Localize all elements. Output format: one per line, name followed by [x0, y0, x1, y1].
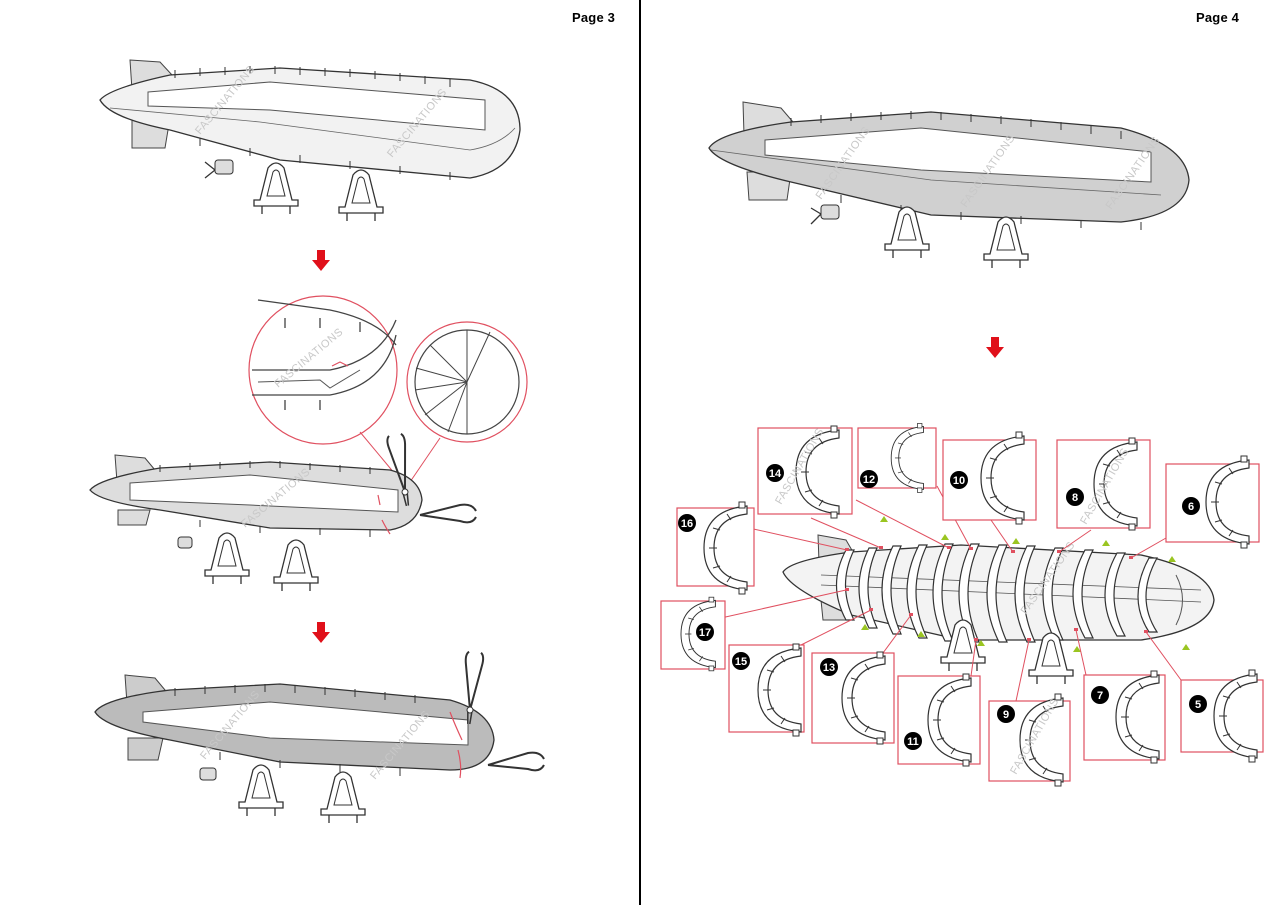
part-box-12: 12	[857, 423, 937, 493]
page-4: Page 4	[641, 0, 1280, 905]
airship-step-4: FASCINATIONS FASCINATIONS FASCINATIONS	[708, 101, 1190, 269]
part-box-11: 11	[897, 673, 981, 767]
part-box-6: 6	[1165, 455, 1260, 549]
callout-markers	[845, 546, 1148, 641]
part-number-5: 5	[1195, 699, 1201, 711]
page-3: Page 3	[89, 10, 616, 824]
part-number-12: 12	[863, 474, 875, 486]
part-box-15: 15	[728, 643, 805, 737]
airship-step-1: FASCINATIONS FASCINATIONS	[99, 59, 521, 222]
step-arrow-1	[312, 250, 330, 271]
part-box-8: 8 FASCINATIONS	[1056, 437, 1151, 531]
detail-callout-nose: FASCINATIONS	[248, 295, 398, 445]
part-box-7: 7	[1083, 670, 1166, 764]
page-divider	[639, 0, 641, 905]
part-box-5: 5	[1180, 669, 1264, 763]
part-number-11: 11	[907, 736, 919, 748]
part-number-15: 15	[735, 656, 747, 668]
page-3-illustrations: FASCINATIONS FASCINATIONS FASCINATIONS	[89, 59, 545, 824]
airship-with-ring-frames: FASCINATIONS	[782, 516, 1215, 685]
part-box-16: 16	[676, 501, 755, 595]
page-number-3: Page 3	[572, 10, 616, 25]
part-box-17: 17	[660, 596, 726, 672]
step-arrow-2	[312, 622, 330, 643]
part-box-13: 13	[811, 651, 895, 745]
part-number-7: 7	[1097, 690, 1103, 702]
page-number-4: Page 4	[1196, 10, 1240, 25]
step-arrow-3	[986, 337, 1004, 358]
part-number-17: 17	[699, 627, 711, 639]
detail-callout-end-cap	[359, 321, 528, 483]
part-number-6: 6	[1188, 501, 1194, 513]
part-box-14: 14 FASCINATIONS	[757, 425, 853, 519]
part-number-9: 9	[1003, 709, 1009, 721]
part-number-13: 13	[823, 662, 835, 674]
part-number-10: 10	[953, 475, 965, 487]
part-number-16: 16	[681, 518, 693, 530]
part-number-14: 14	[769, 468, 782, 480]
callout-lines	[720, 485, 1182, 702]
page-4-illustrations: FASCINATIONS FASCINATIONS FASCINATIONS	[660, 101, 1264, 787]
part-box-9: 9 FASCINATIONS	[988, 693, 1071, 787]
airship-step-3: FASCINATIONS FASCINATIONS	[94, 650, 545, 824]
part-number-8: 8	[1072, 492, 1078, 504]
airship-step-2: FASCINATIONS	[89, 432, 477, 592]
part-box-10: 10	[942, 431, 1037, 525]
